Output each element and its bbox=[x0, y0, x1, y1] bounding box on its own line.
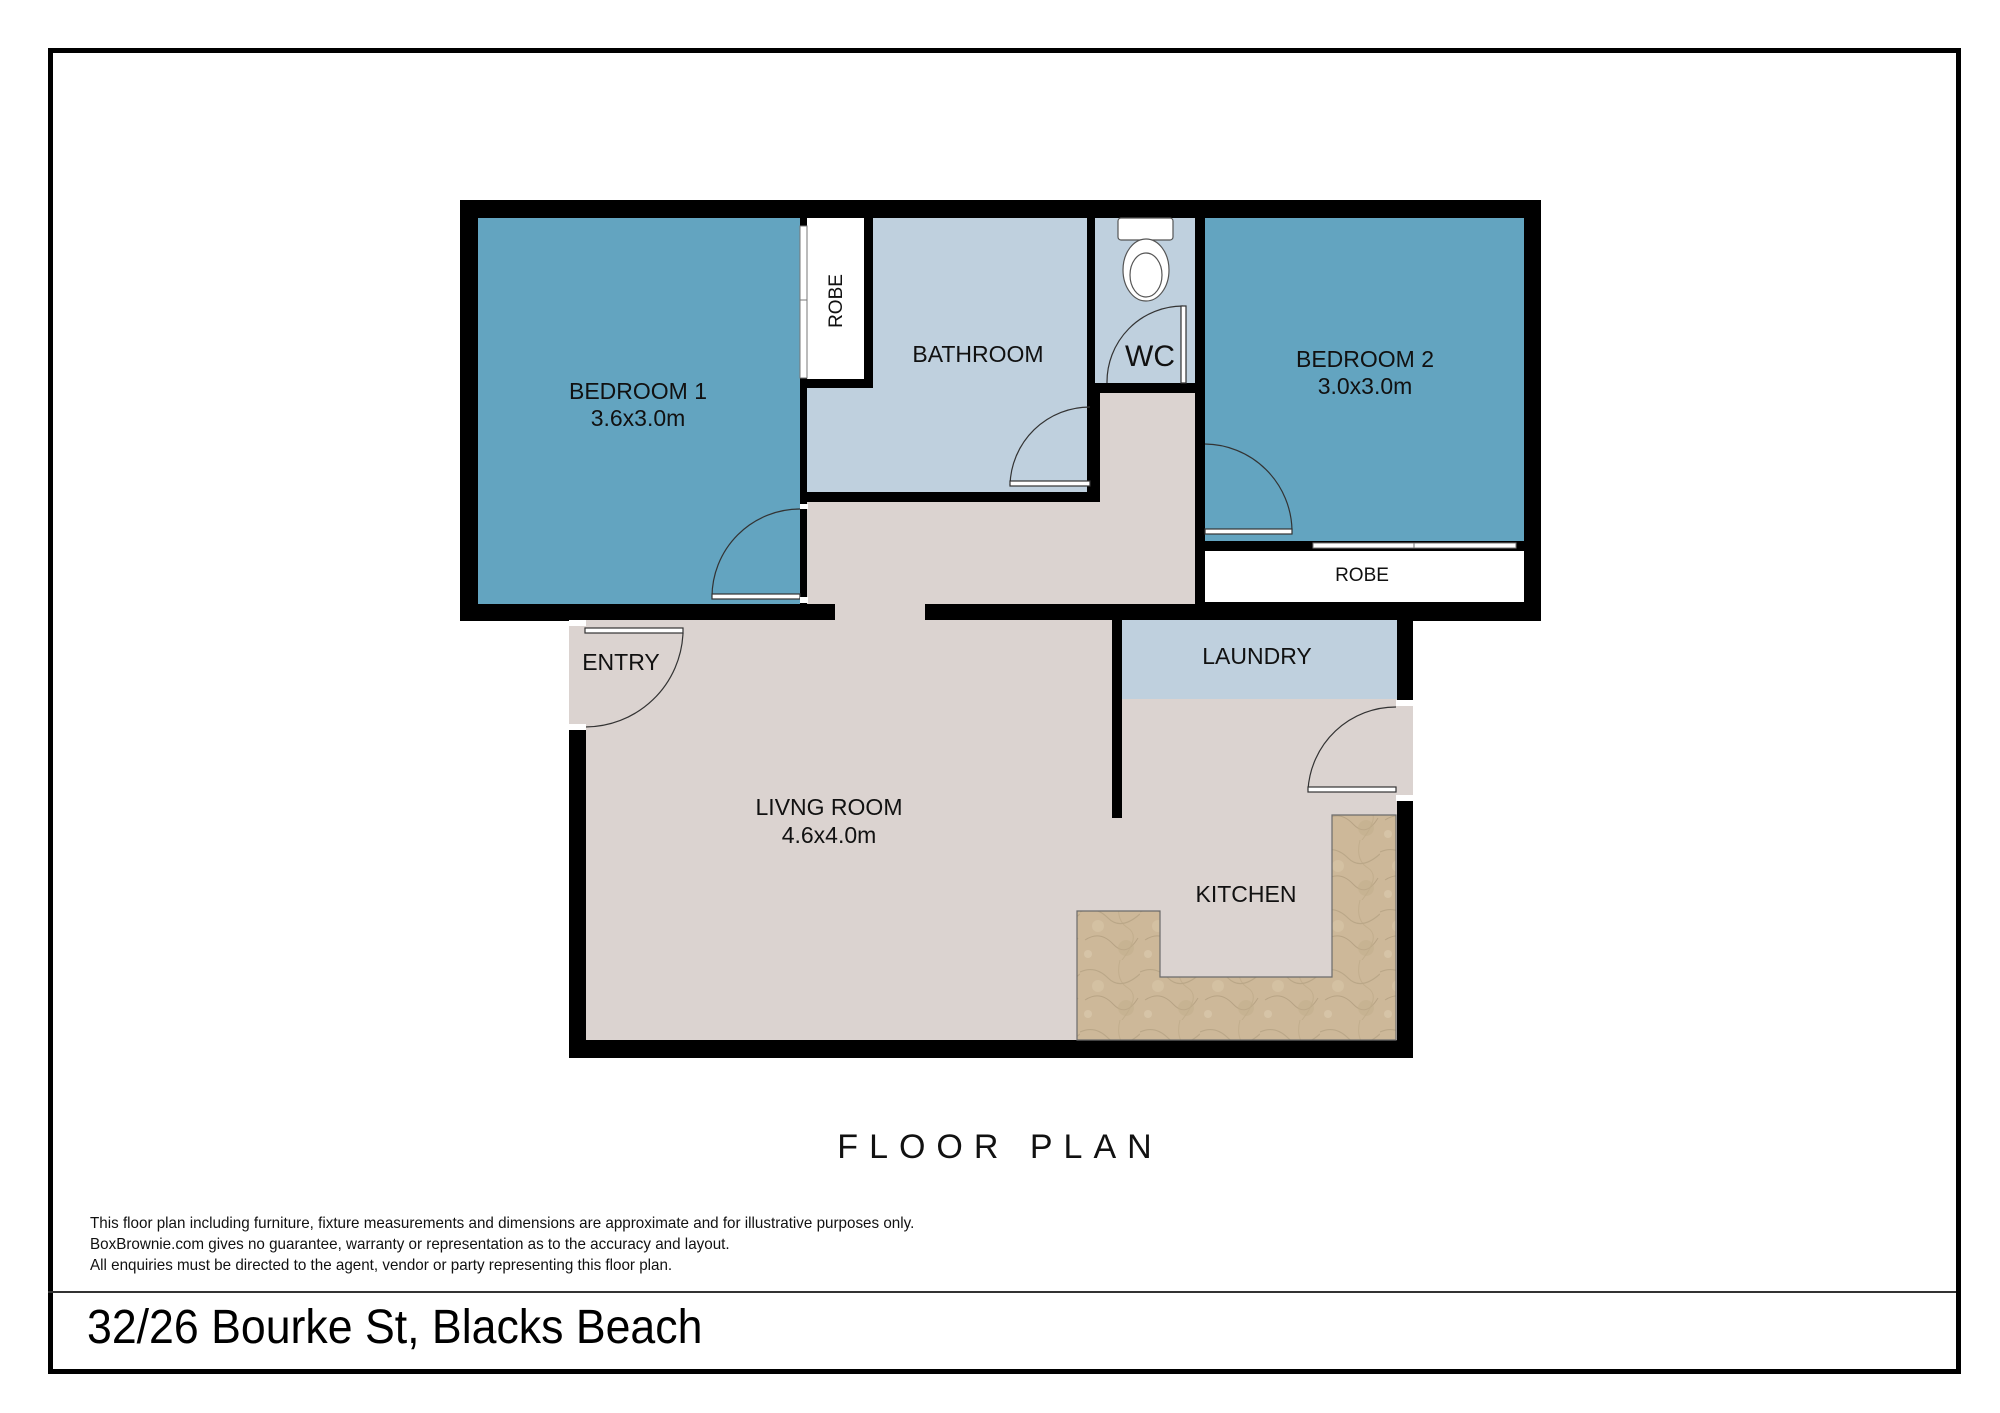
wall-bed1-right bbox=[800, 218, 807, 604]
wc-door-leaf bbox=[1180, 305, 1187, 384]
wall-kitchen-partition bbox=[1112, 615, 1122, 818]
kitchen-door-swing bbox=[1307, 706, 1397, 791]
robe2-floor bbox=[1205, 551, 1524, 602]
wall-robe1-bath bbox=[864, 218, 873, 388]
laundry-label: LAUNDRY bbox=[1202, 643, 1312, 669]
wall-bedrooms-bottom-left bbox=[460, 604, 835, 620]
bedroom2-floor bbox=[1205, 218, 1524, 541]
page-border bbox=[48, 48, 1961, 1374]
entry-label: ENTRY bbox=[582, 649, 660, 675]
bedroom1-floor bbox=[478, 218, 800, 604]
entry-door-swing bbox=[584, 632, 684, 728]
bedroom1-label: BEDROOM 1 bbox=[569, 378, 707, 404]
bathroom-label: BATHROOM bbox=[912, 341, 1043, 367]
bedroom2-label: BEDROOM 2 bbox=[1296, 346, 1434, 372]
wall-bath-wc bbox=[1087, 218, 1095, 502]
bedroom1-door-swing bbox=[711, 508, 801, 598]
toilet-icon bbox=[1117, 217, 1174, 302]
entry-opening bbox=[569, 625, 586, 725]
disclaimer-line-1: This floor plan including furniture, fix… bbox=[90, 1215, 915, 1232]
entry-door-leaf bbox=[584, 627, 684, 634]
footer-divider bbox=[48, 1291, 1956, 1293]
robe-sliding-doors bbox=[799, 225, 1517, 549]
living-label: LIVNG ROOM bbox=[756, 794, 903, 820]
kitchen-counter bbox=[1076, 814, 1397, 1041]
doors bbox=[569, 305, 1413, 801]
living-opening bbox=[835, 602, 925, 622]
bedroom2-dims: 3.0x3.0m bbox=[1318, 373, 1413, 399]
wc-door-swing bbox=[1106, 305, 1184, 384]
bedroom1-dims: 3.6x3.0m bbox=[591, 405, 686, 431]
disclaimer-line-3: All enquiries must be directed to the ag… bbox=[90, 1257, 673, 1274]
plan-title: FLOOR PLAN bbox=[837, 1128, 1163, 1166]
living-dims: 4.6x4.0m bbox=[782, 822, 877, 848]
disclaimer-line-2: BoxBrownie.com gives no guarantee, warra… bbox=[90, 1236, 730, 1253]
bedroom1-door-leaf bbox=[711, 593, 801, 600]
bathroom-door-leaf bbox=[1009, 480, 1091, 487]
kitchen-label: KITCHEN bbox=[1196, 881, 1297, 907]
wall-wc-bed2 bbox=[1195, 218, 1205, 604]
wall-bath-bottom bbox=[807, 492, 1100, 502]
floors bbox=[478, 218, 1524, 1040]
bedroom2-door-swing bbox=[1204, 443, 1293, 531]
robe1-label: ROBE bbox=[826, 274, 847, 328]
kitchen-door-opening bbox=[1396, 704, 1413, 798]
bathroom-door-swing bbox=[1009, 406, 1091, 486]
kitchen-door-leaf bbox=[1307, 786, 1397, 793]
laundry-floor bbox=[1122, 620, 1397, 699]
bedroom2-door-leaf bbox=[1204, 528, 1293, 535]
property-address: 32/26 Bourke St, Blacks Beach bbox=[87, 1301, 703, 1354]
robe2-label: ROBE bbox=[1335, 565, 1389, 586]
room-labels: BEDROOM 1 3.6x3.0m ROBE BATHROOM WC BEDR… bbox=[569, 274, 1434, 907]
wall-bedrooms-bottom-right bbox=[925, 604, 1405, 620]
disclaimer: This floor plan including furniture, fix… bbox=[90, 1213, 958, 1276]
wc-label: WC bbox=[1125, 340, 1175, 373]
wall-wc-bottom bbox=[1095, 383, 1195, 393]
